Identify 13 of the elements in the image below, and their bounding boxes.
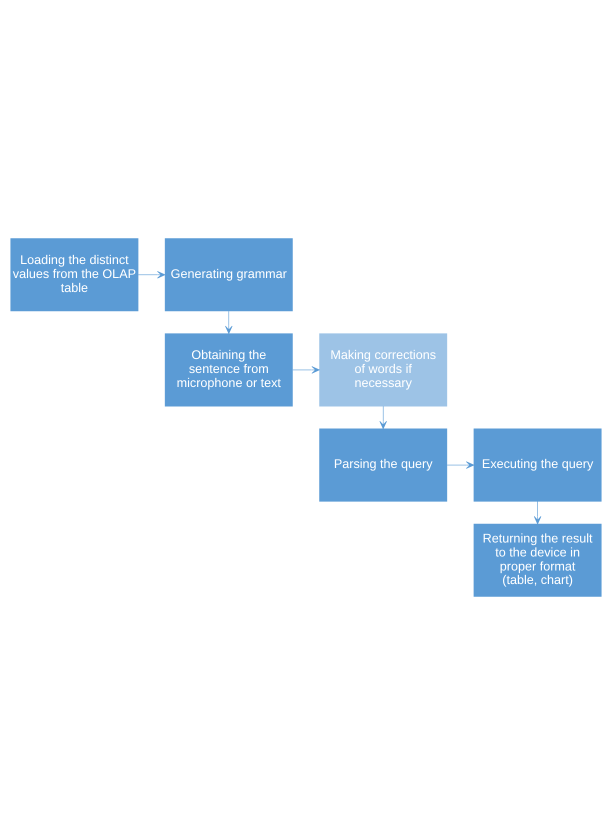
- arrow: [292, 366, 320, 374]
- arrow: [379, 406, 387, 430]
- node-box: Loading the distinct values from the OLAP table: [10, 238, 138, 312]
- arrow: [534, 501, 542, 524]
- node-box: Executing the query: [474, 428, 602, 502]
- arrow: [138, 271, 166, 278]
- node-box: Making corrections of words if necessary: [319, 333, 448, 406]
- arrow: [446, 461, 474, 469]
- arrow: [225, 310, 233, 334]
- node-box: Parsing the query: [319, 428, 448, 502]
- node-box: Obtaining the sentence from microphone or text: [164, 333, 293, 406]
- node-box: Returning the result to the device in proper format (table, chart): [474, 524, 602, 597]
- node-box: Generating grammar: [164, 238, 293, 312]
